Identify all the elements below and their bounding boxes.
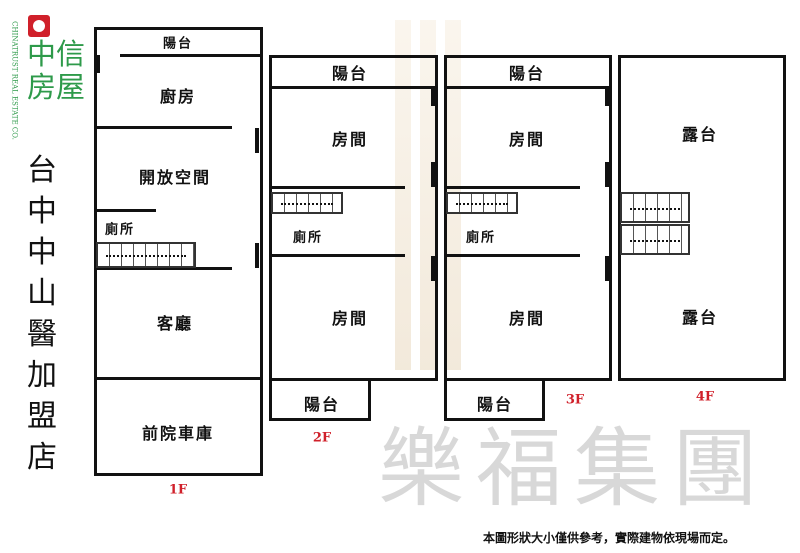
wall: [269, 254, 405, 257]
room-label: 廁所: [292, 230, 324, 246]
wall: [444, 254, 580, 257]
wall: [269, 186, 405, 189]
door: [605, 88, 609, 106]
room-label: 房間: [508, 130, 546, 149]
door: [605, 162, 609, 187]
floor-3f: [444, 55, 612, 381]
floor-2f: [269, 55, 438, 381]
floor-label-1f: 1F: [168, 482, 188, 498]
wall: [94, 209, 156, 212]
room-label: 露台: [681, 125, 719, 144]
room-label: 露台: [681, 308, 719, 327]
door: [431, 162, 435, 187]
wall: [444, 86, 612, 89]
room-label: 房間: [508, 309, 546, 328]
staircase: [620, 224, 690, 255]
room-label: 陽台: [331, 64, 369, 83]
logo-emblem-icon: [28, 15, 50, 37]
wall: [94, 126, 232, 129]
wall: [94, 267, 232, 270]
door: [255, 243, 259, 268]
door: [431, 88, 435, 106]
watermark-column: [420, 20, 436, 370]
room-label: 廁所: [465, 230, 497, 246]
room-label: 開放空間: [138, 168, 212, 187]
logo-en: CHINATRUST REAL ESTATE CO.: [10, 21, 19, 140]
room-label: 廚房: [159, 87, 197, 106]
room-label: 陽台: [508, 64, 546, 83]
floor-4f: [618, 55, 786, 381]
wall: [120, 54, 262, 57]
room-label: 陽台: [162, 36, 194, 52]
room-label: 陽台: [476, 395, 514, 414]
wall: [94, 377, 263, 380]
watermark: 樂福集團: [378, 419, 770, 519]
floor-label-4f: 4F: [695, 389, 715, 405]
room-label: 廁所: [104, 222, 136, 238]
balcony-3f: [444, 378, 545, 421]
floor-label-3f: 3F: [565, 392, 585, 408]
door: [255, 128, 259, 153]
door: [431, 256, 435, 281]
floor-1f: [94, 27, 263, 476]
room-label: 陽台: [303, 395, 341, 414]
room-label: 前院車庫: [141, 424, 215, 443]
wall: [269, 86, 438, 89]
staircase: [446, 192, 518, 214]
balcony-2f: [269, 378, 371, 421]
staircase: [620, 192, 690, 223]
staircase: [271, 192, 343, 214]
store-name: 台中中山醫加盟店: [27, 153, 57, 475]
room-label: 房間: [331, 130, 369, 149]
room-label: 客廳: [156, 314, 194, 333]
staircase: [96, 242, 196, 268]
watermark-column: [395, 20, 411, 370]
wall: [444, 186, 580, 189]
logo-cn: 中信房屋: [27, 37, 86, 104]
floor-label-2f: 2F: [312, 430, 332, 446]
footnote: 本圖形狀大小僅供參考，實際建物依現場而定。: [483, 531, 736, 545]
room-label: 房間: [331, 309, 369, 328]
door: [96, 55, 100, 73]
door: [605, 256, 609, 281]
